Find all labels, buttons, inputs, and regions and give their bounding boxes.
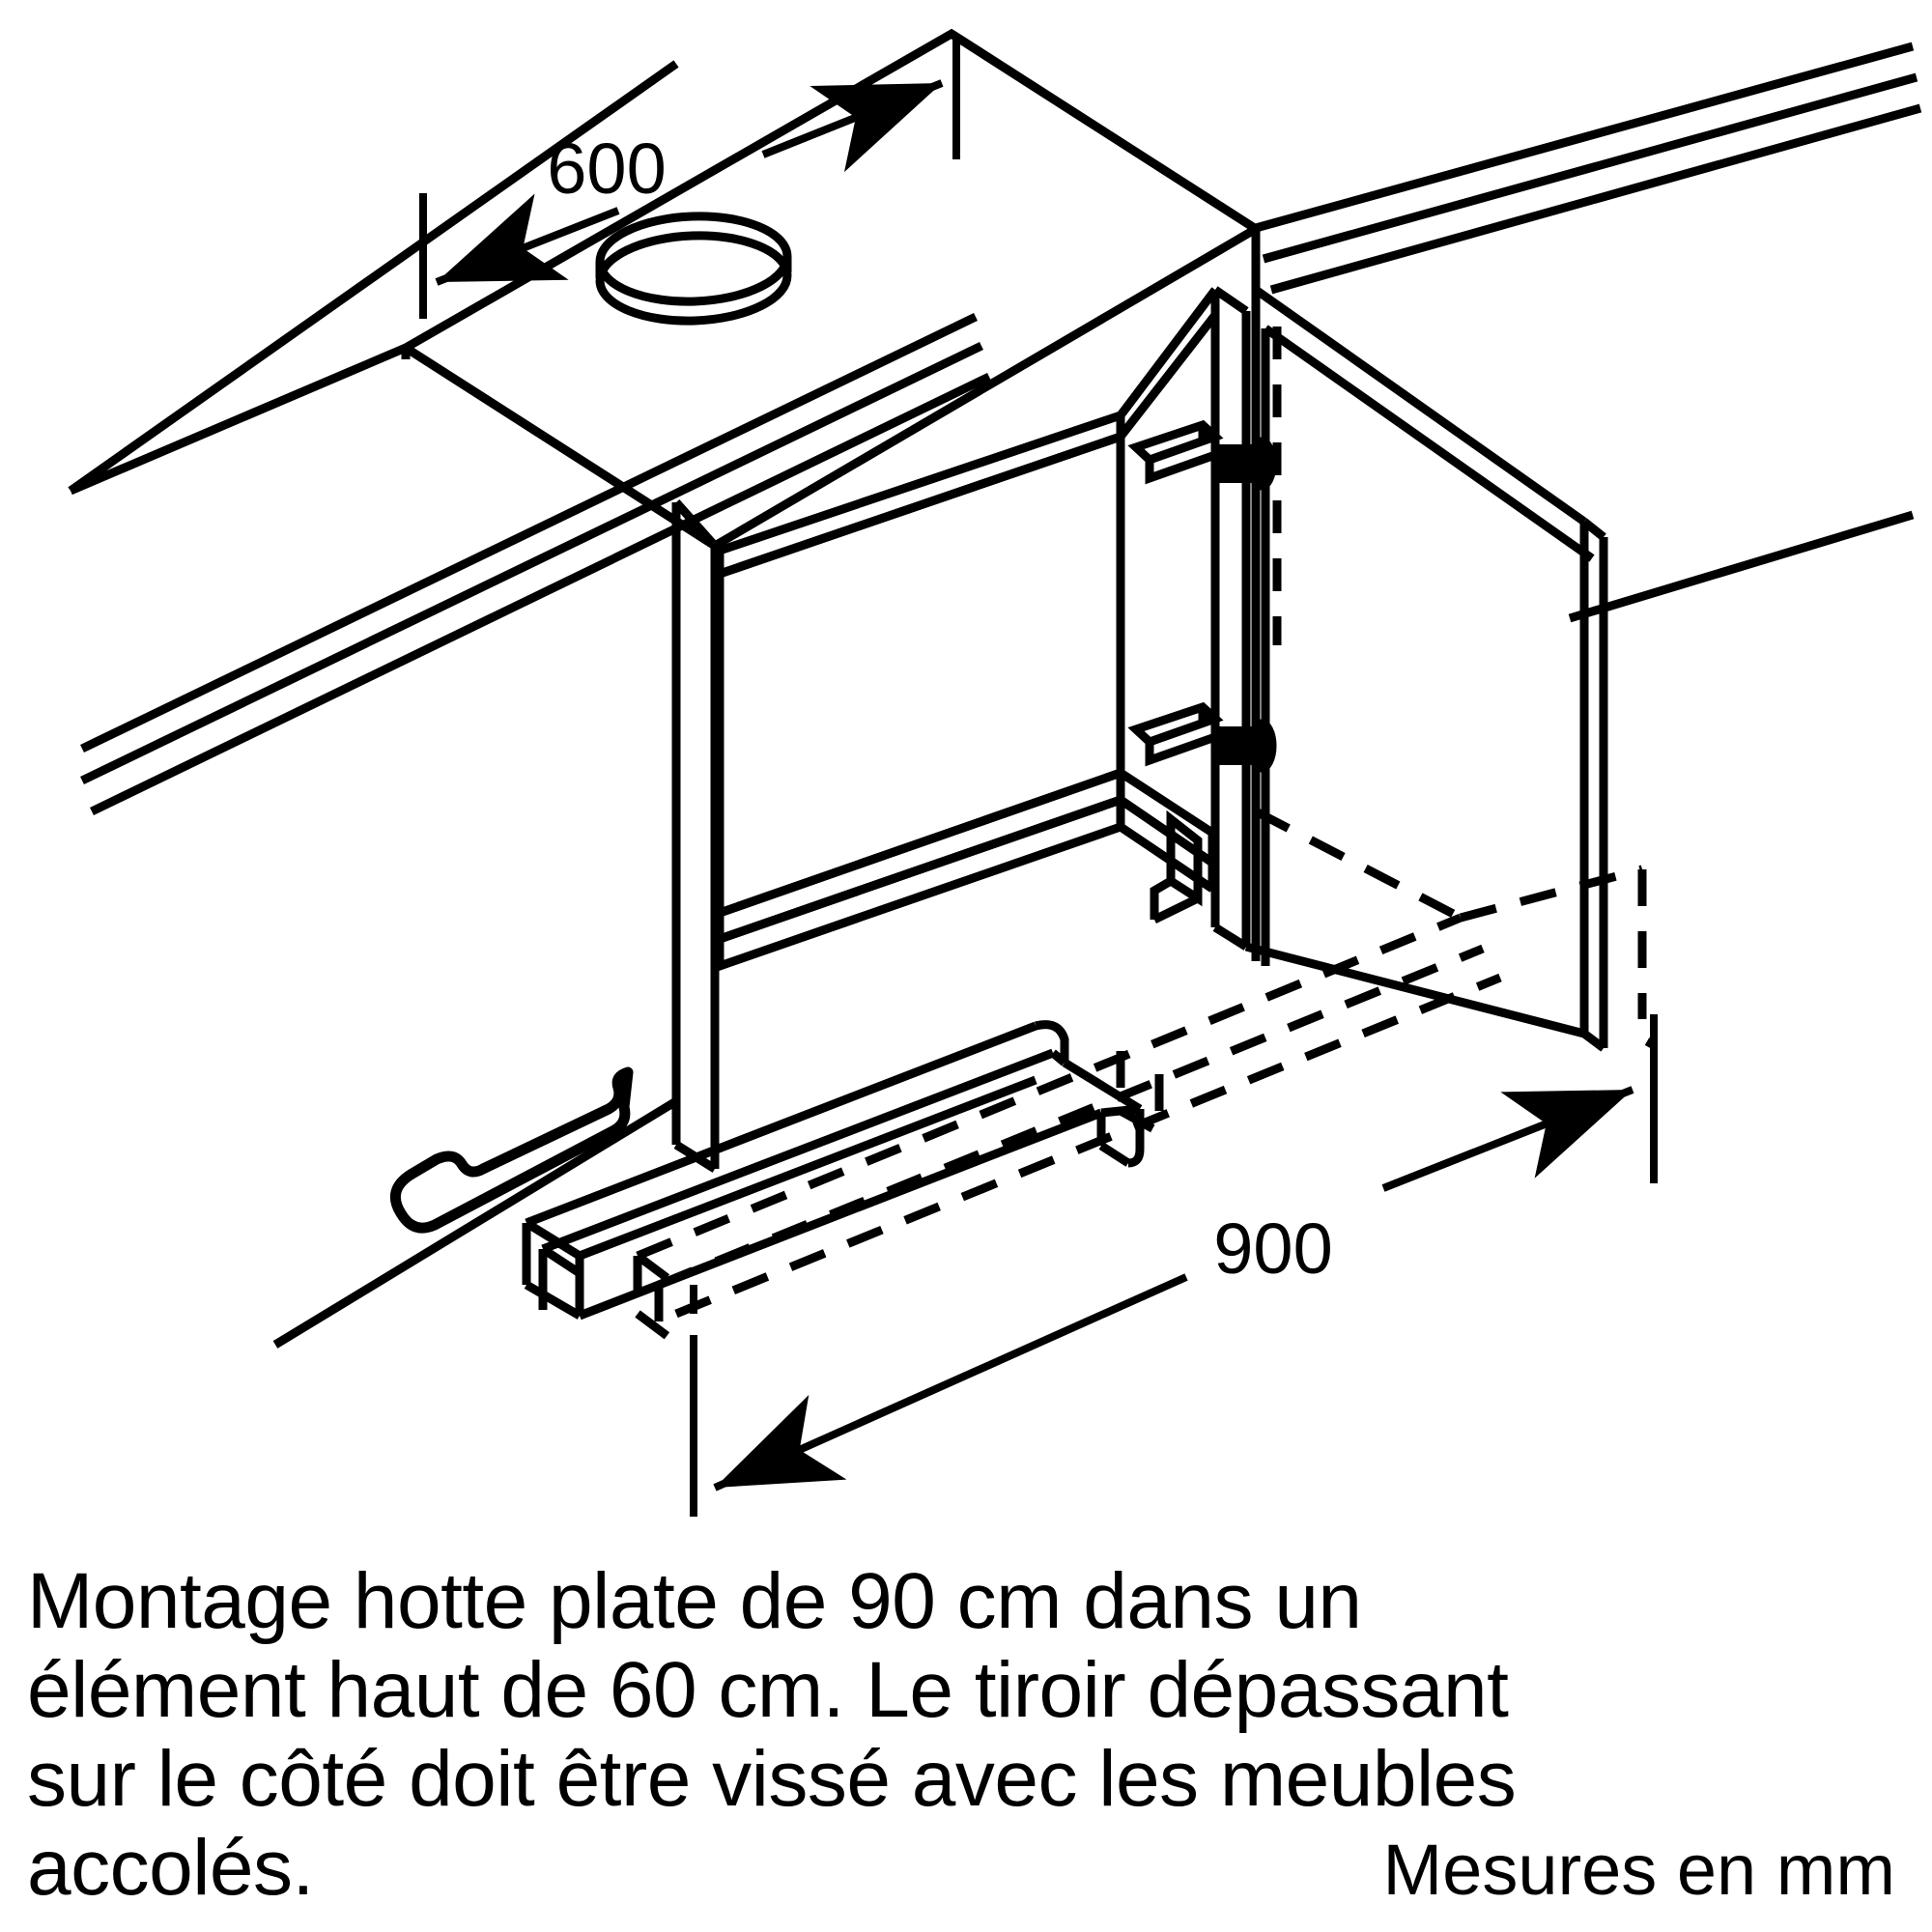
caption-block: Montage hotte plate de 90 cm dans un élé…	[27, 1557, 1905, 1913]
left-side-panel	[671, 499, 720, 1173]
caption-line-2: élément haut de 60 cm. Le tiroir dépassa…	[27, 1646, 1509, 1734]
cabinet-isometric-drawing: 600 900	[68, 28, 1922, 1517]
lower-left-guide-line	[272, 1097, 679, 1349]
adjacent-cabinet-left-edges	[68, 60, 991, 816]
caption-last-row: accolés. Mesures en mm	[27, 1824, 1905, 1913]
lower-hinge	[1127, 701, 1224, 767]
caption-line-3: sur le côté doit être vissé avec les meu…	[27, 1735, 1517, 1823]
internal-shelf	[715, 769, 1217, 973]
lower-hinge-pin	[1215, 719, 1277, 773]
right-side-panel	[1210, 229, 1261, 951]
adjacent-cabinet-right-edges	[1254, 42, 1922, 295]
door-handle	[389, 1066, 634, 1234]
dimension-900	[690, 1014, 1658, 1517]
upper-hinge-pin	[1215, 437, 1277, 491]
back-panel	[715, 409, 1125, 946]
dimension-600	[419, 34, 960, 319]
pull-out-hood-front	[522, 1020, 1145, 1321]
open-door-panel	[1244, 286, 1608, 1052]
units-note: Mesures en mm	[1382, 1830, 1895, 1910]
hood-support-bracket	[1150, 810, 1203, 924]
circular-vent-cutout	[595, 212, 792, 326]
lower-right-guide-line	[1568, 510, 1915, 623]
caption-line-4: accolés.	[27, 1824, 314, 1912]
upper-hinge	[1127, 419, 1224, 485]
dimension-600-label: 600	[547, 128, 666, 209]
right-board-top-join	[1117, 287, 1219, 440]
dimension-900-label: 900	[1213, 1208, 1332, 1289]
caption-line-1: Montage hotte plate de 90 cm dans un	[27, 1557, 1362, 1645]
